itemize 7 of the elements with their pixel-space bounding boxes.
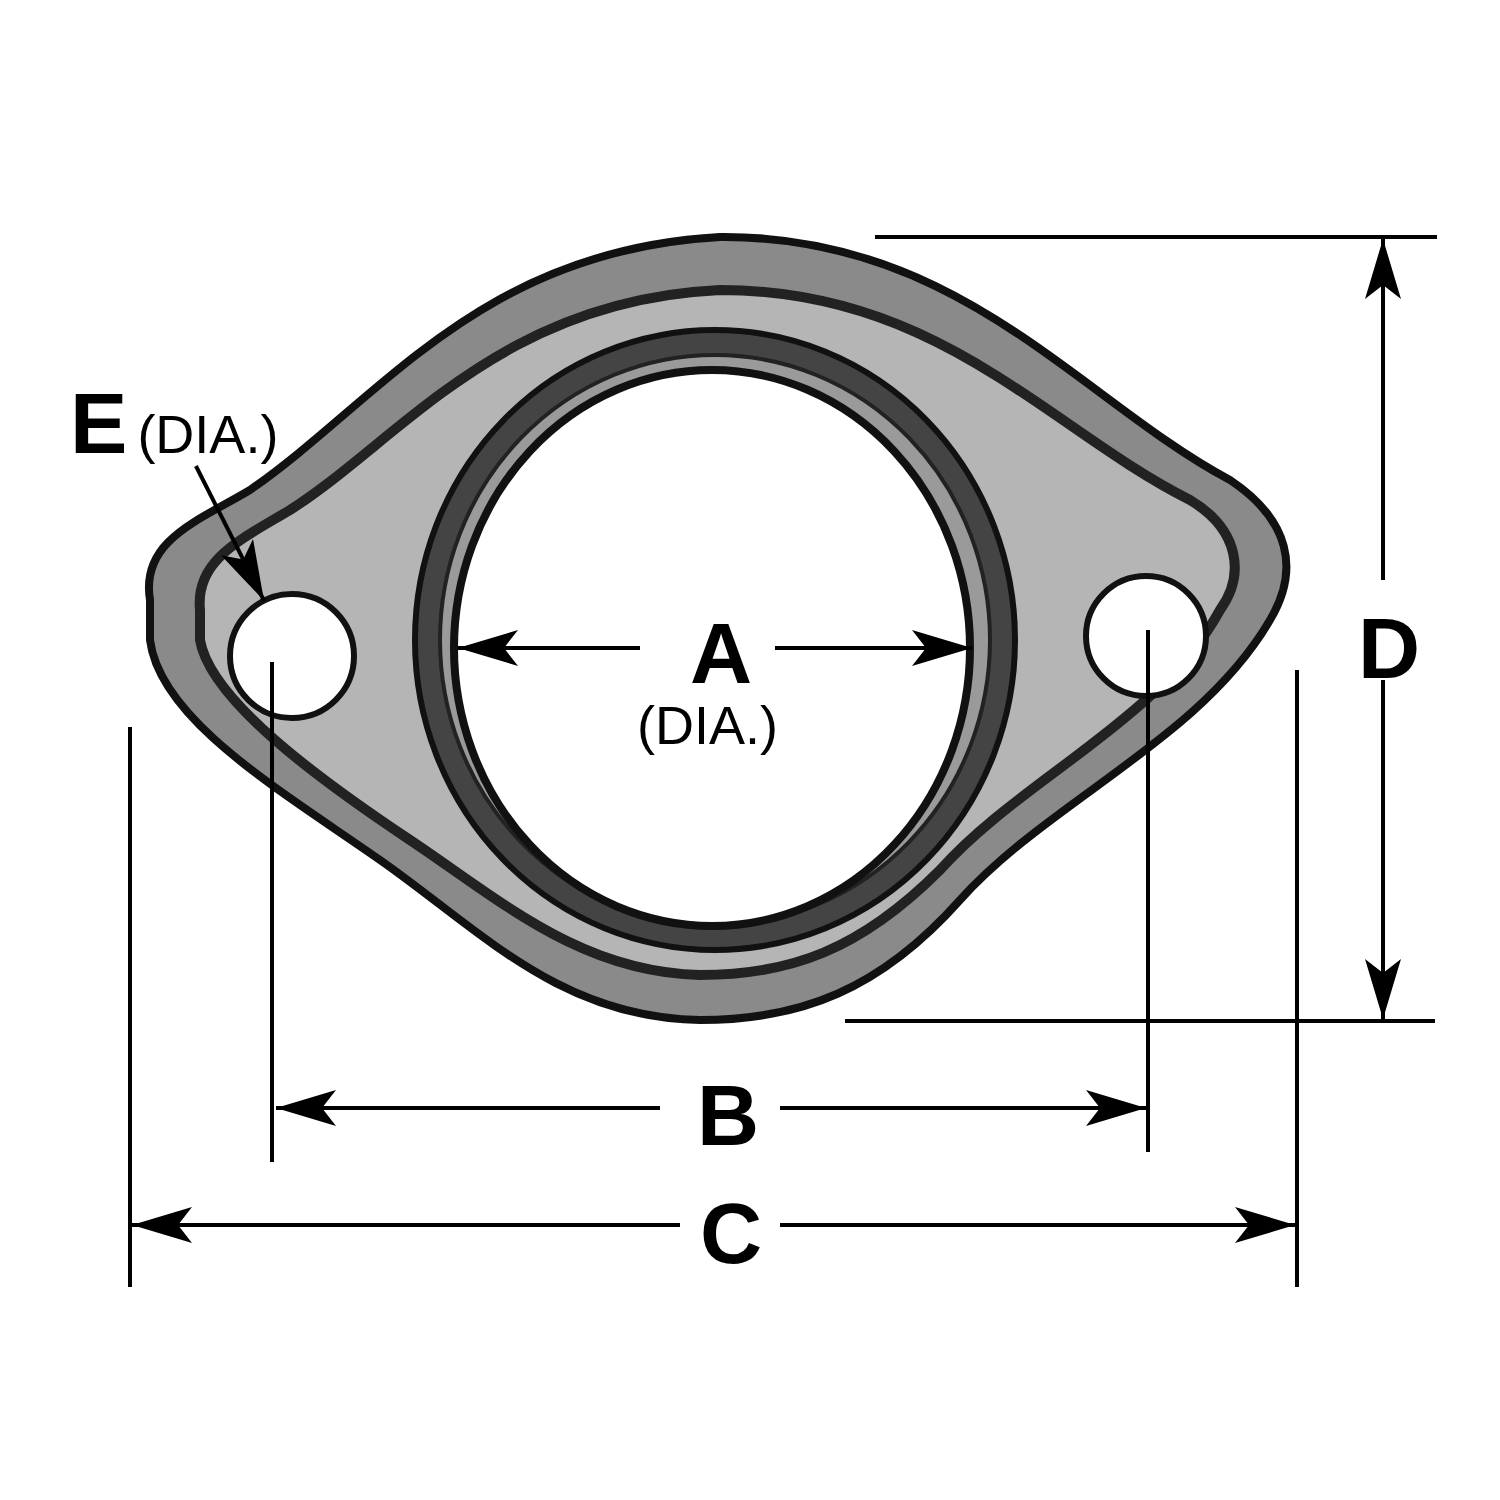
dimension-letter: E xyxy=(70,380,128,466)
leader-line xyxy=(194,465,266,602)
dimension-letter: B xyxy=(697,1072,760,1158)
dimension-letter: A xyxy=(690,610,753,696)
dimension-letter: C xyxy=(700,1190,763,1276)
dimension-letter: D xyxy=(1358,605,1421,691)
bolt-hole xyxy=(227,591,357,721)
